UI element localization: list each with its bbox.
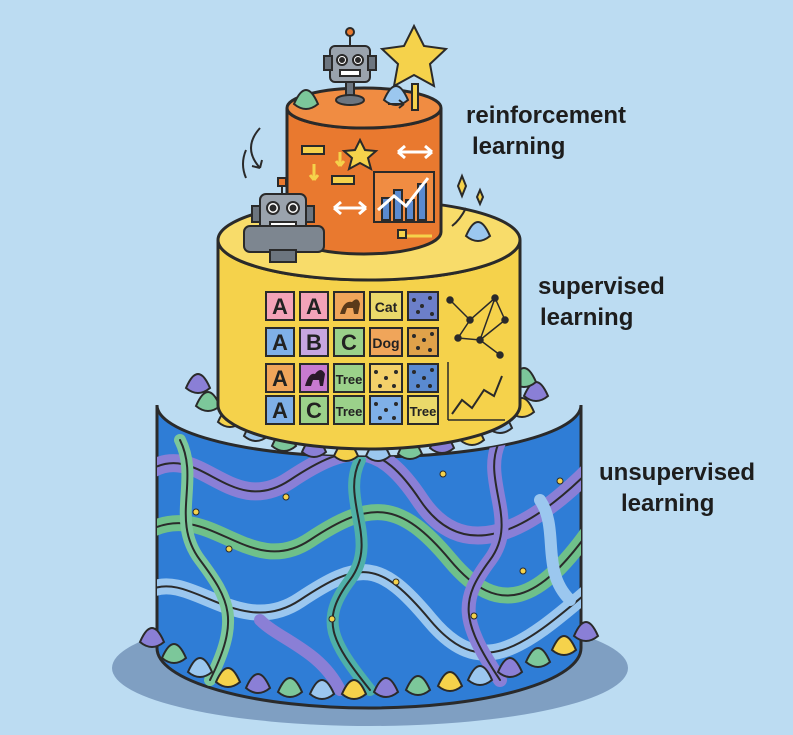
label-line: learning — [621, 490, 715, 517]
label-line: learning — [540, 304, 634, 331]
robot-middle-icon — [242, 127, 325, 263]
bottom-tier — [155, 404, 583, 710]
cat-icon — [305, 370, 325, 386]
grid-row-2: A B C Dog — [265, 327, 439, 357]
label-line: unsupervised — [599, 459, 756, 486]
label-line: supervised — [538, 273, 665, 300]
label-line: reinforcement — [466, 102, 627, 129]
grid-cell: C — [306, 398, 322, 423]
label-unsupervised-learning: unsupervised learning — [599, 457, 755, 519]
grid-cell: C — [341, 330, 357, 355]
meringue-middle-top — [464, 221, 492, 242]
grid-cell: A — [272, 398, 288, 423]
grid-cell: Dog — [372, 335, 399, 351]
star-topper — [379, 23, 449, 111]
grid-cell: A — [272, 366, 288, 391]
grid-cell: Tree — [410, 404, 437, 419]
grid-row-4: A C Tree Tree — [265, 395, 439, 425]
label-reinforcement-learning: reinforcement learning — [466, 100, 626, 162]
supervised-grid: A A Cat A B C Dog A Tree — [265, 291, 439, 425]
grid-cell: A — [272, 330, 288, 355]
grid-cell: B — [306, 330, 322, 355]
grid-cell: Cat — [375, 299, 398, 315]
rl-doodles — [301, 137, 435, 239]
double-arrow-icon — [397, 144, 433, 160]
star-icon — [341, 137, 379, 172]
grid-cell: Tree — [336, 372, 363, 387]
network-doodle — [446, 294, 509, 421]
grid-cell: Tree — [336, 404, 363, 419]
grid-row-3: A Tree — [265, 363, 439, 393]
dog-icon — [340, 299, 360, 314]
robot-top-icon — [323, 27, 405, 109]
sparkle-icon — [451, 173, 485, 227]
grid-cell: A — [306, 294, 322, 319]
grid-row-1: A A Cat — [265, 291, 439, 321]
meringue-top — [292, 85, 410, 110]
grid-cell: A — [272, 294, 288, 319]
meringue-ring-bottom — [138, 621, 600, 700]
label-line: learning — [472, 133, 566, 160]
label-supervised-learning: supervised learning — [538, 271, 665, 333]
double-arrow-icon — [333, 200, 367, 216]
